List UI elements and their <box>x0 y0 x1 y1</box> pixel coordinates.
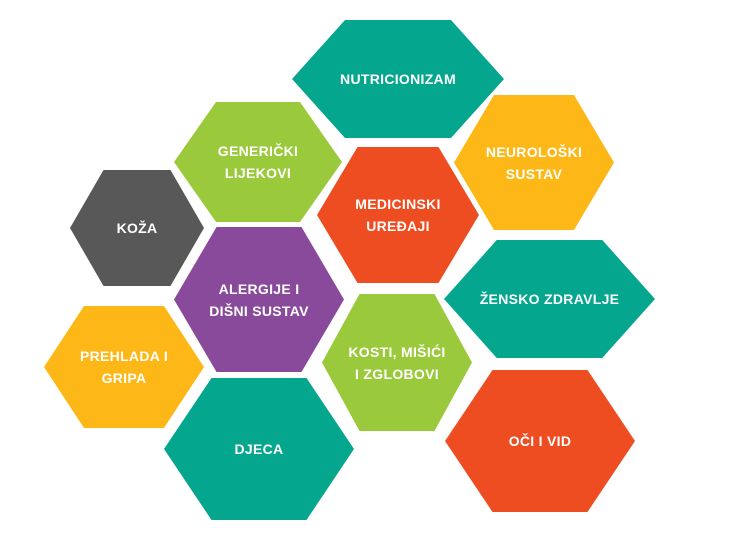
hex-medicinski-uredaji[interactable]: MEDICINSKI UREĐAJI <box>317 147 479 283</box>
hex-prehlada-gripa[interactable]: PREHLADA I GRIPA <box>44 306 204 428</box>
hex-label: OČI I VID <box>508 433 572 449</box>
hex-label: ALERGIJE I DIŠNI SUSTAV <box>209 280 309 319</box>
hex-neuroloski-sustav[interactable]: NEUROLOŠKI SUSTAV <box>454 95 614 230</box>
hex-nutricionizam[interactable]: NUTRICIONIZAM <box>292 20 504 138</box>
hex-genericki-lijekovi[interactable]: GENERIČKI LIJEKOVI <box>174 102 342 222</box>
hex-djeca[interactable]: DJECA <box>164 378 354 520</box>
hex-label: DJECA <box>234 441 284 457</box>
hex-alergije-disni-sustav[interactable]: ALERGIJE I DIŠNI SUSTAV <box>174 227 344 372</box>
hex-oci-vid[interactable]: OČI I VID <box>445 370 635 512</box>
hex-kosti-misici-zglobovi[interactable]: KOSTI, MIŠIĆI I ZGLOBOVI <box>322 294 472 431</box>
hex-label: NEUROLOŠKI SUSTAV <box>485 143 583 182</box>
hex-label: NUTRICIONIZAM <box>340 71 456 87</box>
hex-label: KOŽA <box>116 220 158 236</box>
hex-koza[interactable]: KOŽA <box>70 170 204 286</box>
hex-label: GENERIČKI LIJEKOVI <box>217 143 299 181</box>
hex-zensko-zdravlje[interactable]: ŽENSKO ZDRAVLJE <box>444 240 655 358</box>
hex-label: KOSTI, MIŠIĆI I ZGLOBOVI <box>348 343 446 382</box>
hex-label: PREHLADA I GRIPA <box>79 348 169 386</box>
hex-label: ŽENSKO ZDRAVLJE <box>479 291 620 307</box>
hex-label: MEDICINSKI UREĐAJI <box>355 196 441 234</box>
